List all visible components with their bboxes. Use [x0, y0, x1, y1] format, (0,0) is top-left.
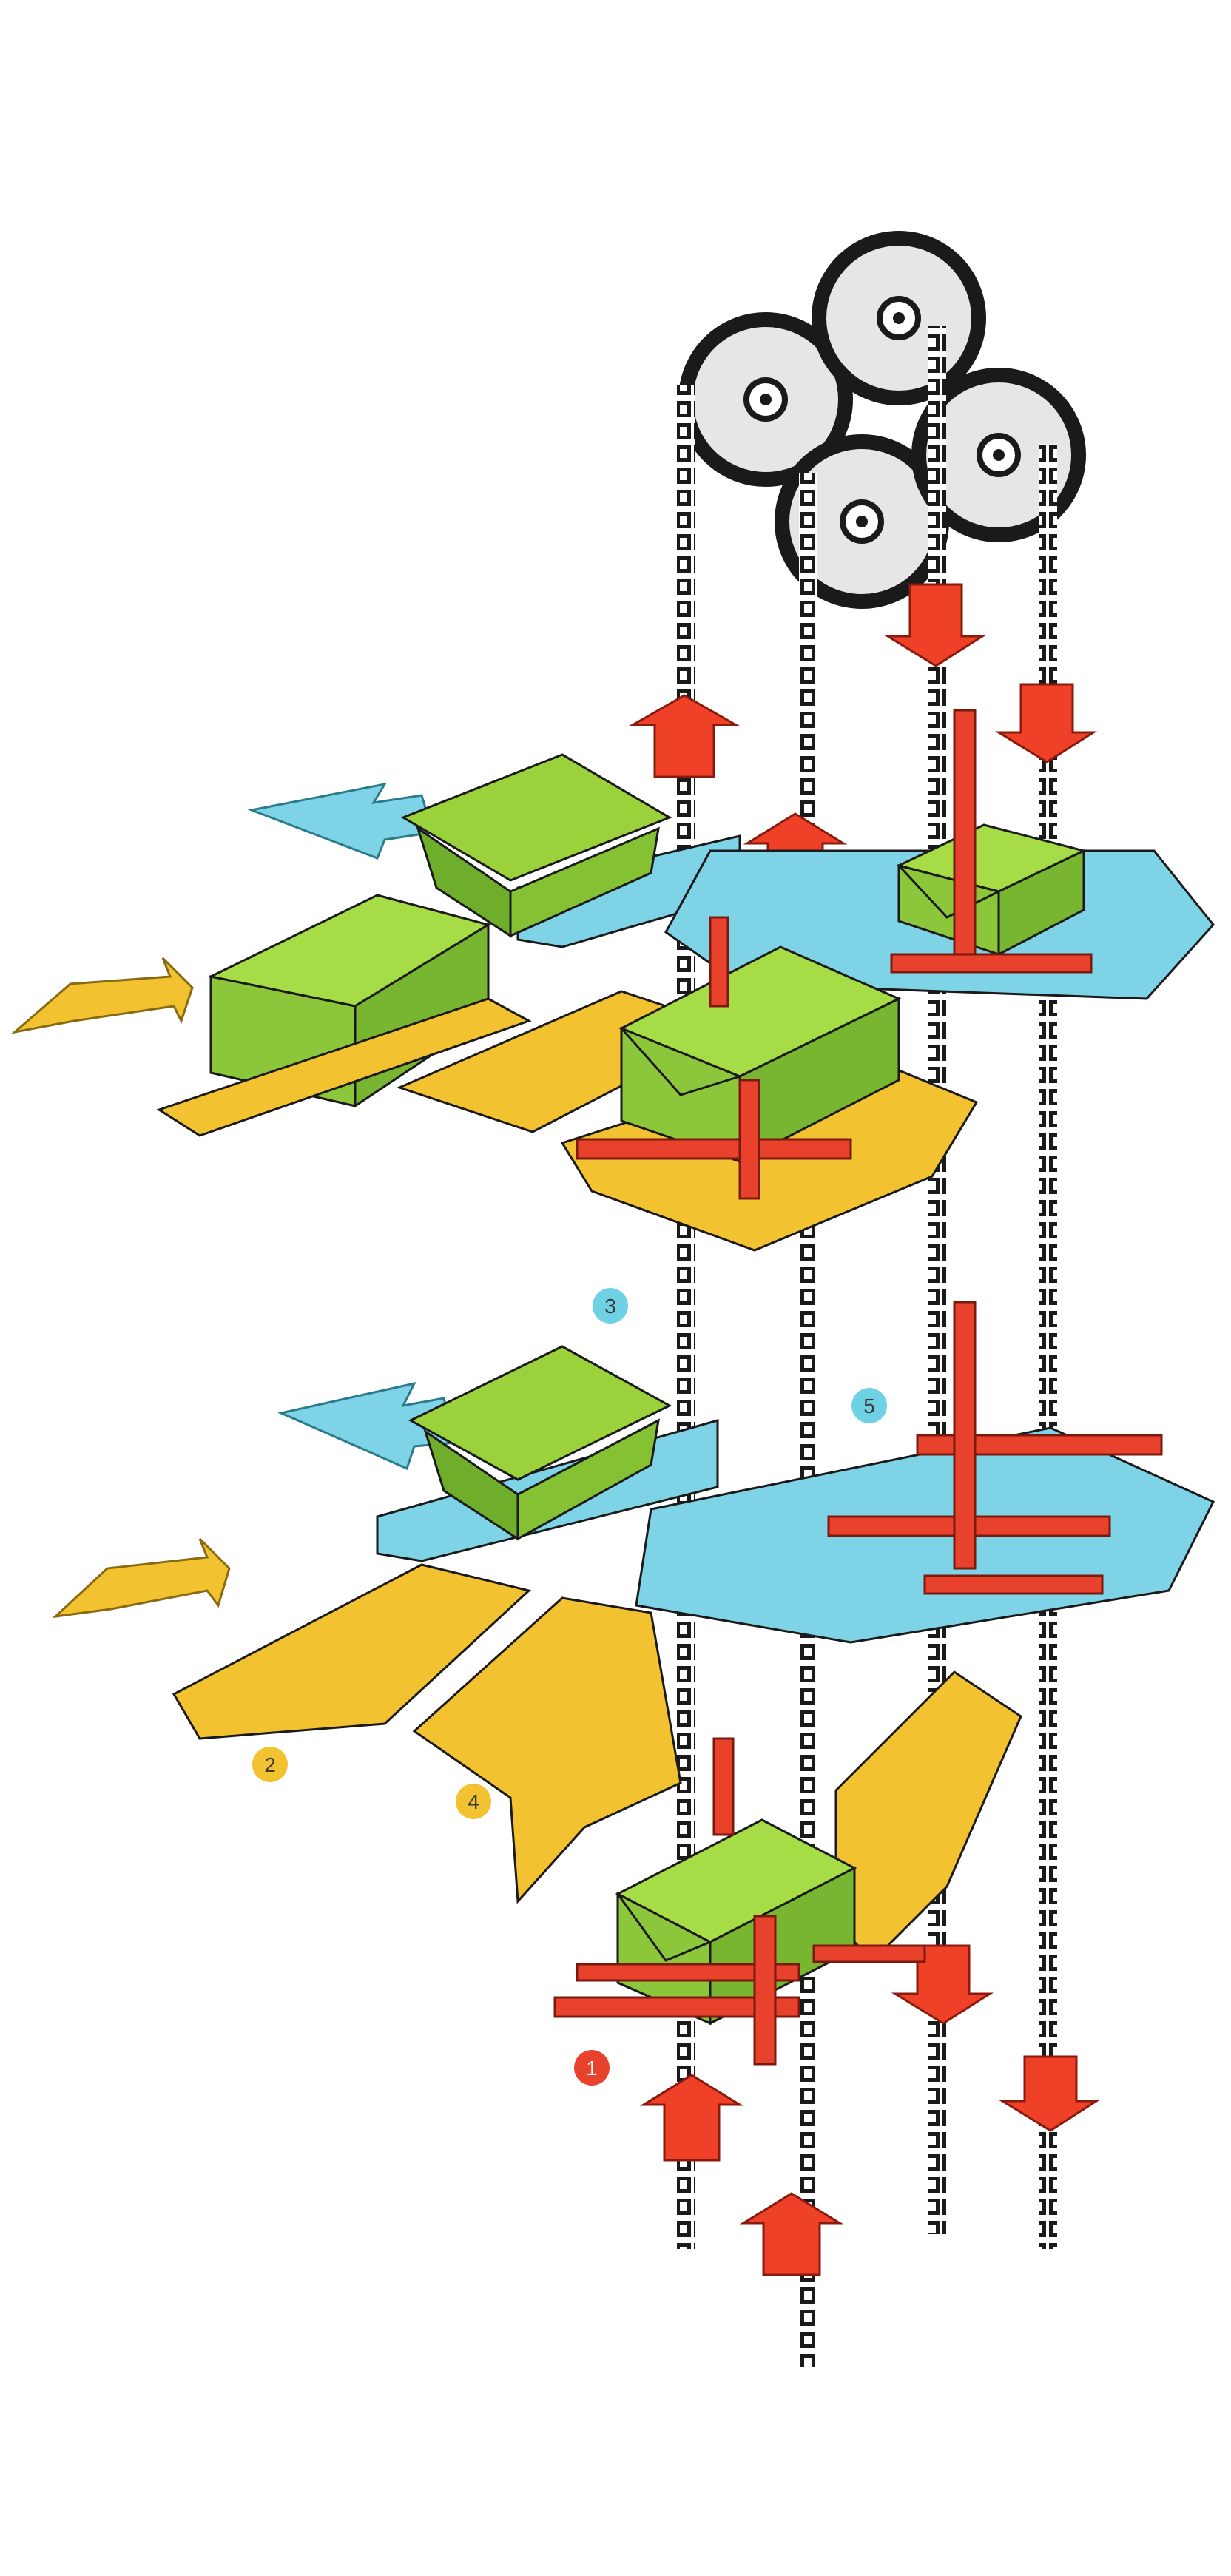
yellow-roller-tilt-middle — [412, 1596, 682, 1904]
marker-4-dot — [456, 1784, 491, 1819]
red-carrier-upper — [576, 709, 1093, 1200]
chain-group — [677, 326, 1057, 2367]
marker-3-dot — [593, 1288, 628, 1324]
marker-3-label: 3 — [604, 1295, 616, 1318]
arrow-down-icon — [891, 1944, 994, 2025]
envelope-box-lower — [615, 1818, 857, 2026]
marker-1: 1 — [574, 2050, 610, 2086]
marker-4: 4 — [456, 1784, 491, 1819]
arrow-right-icon — [52, 1537, 231, 1619]
marker-2-label: 2 — [264, 1753, 276, 1776]
marker-group: 1 2 3 4 5 — [252, 1288, 887, 2086]
arrow-down-icon — [994, 683, 1098, 763]
crate-middle — [408, 1345, 672, 1541]
marker-5-label: 5 — [863, 1395, 875, 1417]
marker-2-dot — [252, 1747, 288, 1782]
marker-3: 3 — [593, 1288, 628, 1324]
arrow-down-icon — [883, 583, 987, 667]
sprocket-back-left — [678, 312, 853, 487]
marker-1-label: 1 — [586, 2057, 598, 2080]
sprocket-front-left — [775, 434, 949, 609]
marker-5-dot — [851, 1388, 887, 1423]
yellow-infeed-conveyor-middle — [172, 1563, 532, 1740]
upper-level — [10, 709, 1215, 1252]
arrow-down-icon — [998, 2055, 1101, 2132]
crate-upper — [400, 753, 672, 938]
red-carrier-middle — [827, 1301, 1163, 1595]
marker-5: 5 — [851, 1388, 887, 1423]
arrow-left-icon — [247, 782, 434, 860]
sprocket-group — [678, 231, 1086, 609]
envelope-box-upper-front — [618, 945, 902, 1164]
chain-2 — [799, 473, 817, 2367]
marker-1-dot — [574, 2050, 610, 2086]
marker-4-label: 4 — [468, 1790, 479, 1813]
red-carrier-lower — [553, 1737, 926, 2066]
arrow-up-icon — [739, 2192, 844, 2276]
marker-2: 2 — [252, 1747, 288, 1782]
middle-level — [52, 1301, 1215, 1904]
arrow-up-icon — [628, 694, 741, 778]
arrow-right-icon — [10, 957, 194, 1034]
yellow-infeed-conveyor — [156, 997, 532, 1137]
arrow-up-icon — [639, 2074, 744, 2162]
lower-level — [553, 1670, 1022, 2066]
